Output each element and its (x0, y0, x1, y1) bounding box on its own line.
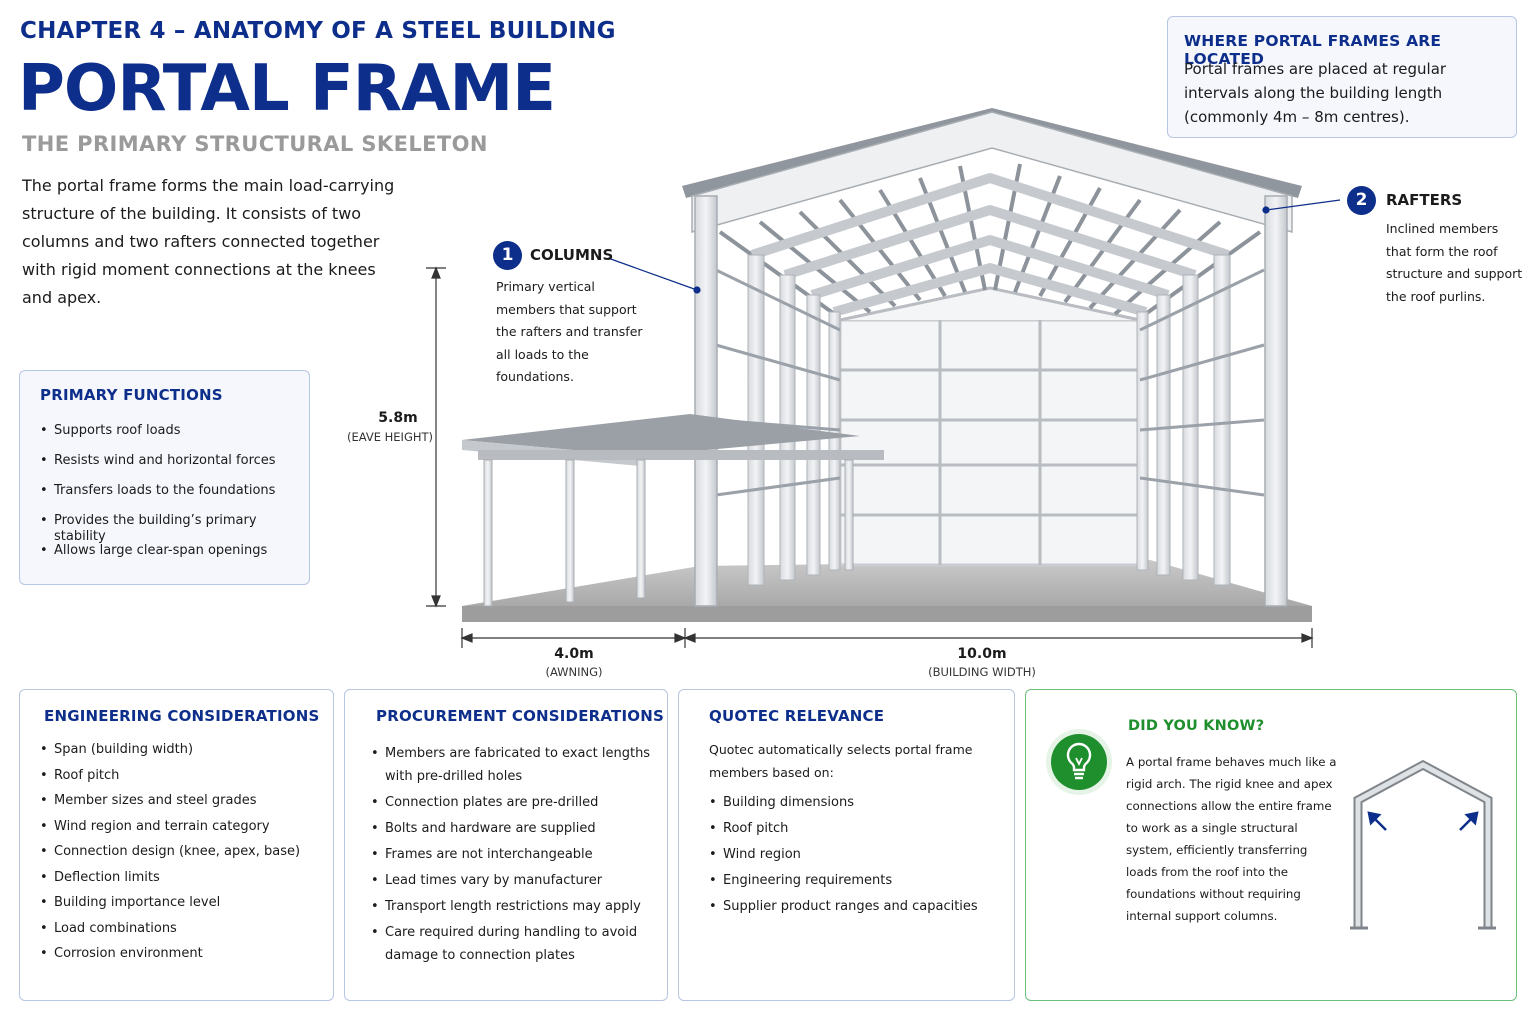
page-subtitle: THE PRIMARY STRUCTURAL SKELETON (22, 132, 488, 156)
list-item: Lead times vary by manufacturer (371, 869, 661, 892)
list-item: Roof pitch (40, 768, 300, 794)
portal-frame-diagram (426, 108, 1341, 648)
list-item: Provides the building’s primary stabilit… (40, 513, 309, 544)
eave-height-label: (EAVE HEIGHT) (346, 430, 434, 444)
building-width-value: 10.0m (957, 646, 1007, 662)
primary-functions-card: PRIMARY FUNCTIONS Supports roof loads Re… (19, 370, 310, 585)
list-item: Load combinations (40, 921, 300, 947)
procurement-title: PROCUREMENT CONSIDERATIONS (376, 707, 664, 725)
columns-callout-number: 1 (493, 241, 522, 270)
did-you-know-card: DID YOU KNOW? A portal frame behaves muc… (1025, 689, 1517, 1001)
quotec-title: QUOTEC RELEVANCE (709, 707, 885, 725)
lightbulb-icon (1046, 729, 1112, 795)
force-arrow-icon (1367, 811, 1479, 831)
engineering-card: ENGINEERING CONSIDERATIONS Span (buildin… (19, 689, 334, 1001)
end-wall (838, 286, 1142, 567)
list-item: Wind region (709, 847, 978, 873)
procurement-list: Members are fabricated to exact lengths … (371, 742, 661, 970)
list-item: Corrosion environment (40, 946, 300, 972)
list-item: Building dimensions (709, 795, 978, 821)
list-item: Span (building width) (40, 742, 300, 768)
list-item: Roof pitch (709, 821, 978, 847)
engineering-title: ENGINEERING CONSIDERATIONS (44, 707, 320, 725)
did-you-know-text: A portal frame behaves much like a rigid… (1126, 755, 1337, 923)
columns-callout-text: Primary vertical members that support th… (496, 279, 643, 384)
list-item: Frames are not interchangeable (371, 843, 661, 866)
awning-width-label: (AWNING) (545, 665, 603, 679)
list-item: Care required during handling to avoid d… (371, 921, 661, 967)
list-item: Supports roof loads (40, 423, 309, 453)
location-card: WHERE PORTAL FRAMES ARE LOCATED Portal f… (1167, 16, 1517, 138)
primary-functions-list: Supports roof loads Resists wind and hor… (40, 423, 309, 573)
quotec-intro: Quotec automatically selects portal fram… (709, 742, 973, 780)
awning-width-value: 4.0m (554, 646, 594, 662)
columns-callout-title: COLUMNS (530, 246, 614, 264)
location-card-text: Portal frames are placed at regular inte… (1184, 60, 1447, 126)
eave-height-dimension (426, 266, 446, 608)
front-column-left (694, 195, 718, 607)
floor-slab (462, 560, 1312, 622)
eave-height-value: 5.8m (378, 410, 418, 426)
page-title: PORTAL FRAME (18, 52, 556, 126)
front-column-right (1264, 195, 1288, 607)
width-dimensions (460, 628, 1314, 648)
list-item: Member sizes and steel grades (40, 793, 300, 819)
list-item: Transport length restrictions may apply (371, 895, 661, 918)
front-portal-frame (691, 111, 1293, 607)
list-item: Engineering requirements (709, 873, 978, 899)
primary-functions-title: PRIMARY FUNCTIONS (40, 386, 223, 404)
list-item: Supplier product ranges and capacities (709, 899, 978, 925)
list-item: Connection plates are pre-drilled (371, 791, 661, 814)
chapter-heading: CHAPTER 4 – ANATOMY OF A STEEL BUILDING (20, 18, 616, 44)
list-item: Connection design (knee, apex, base) (40, 844, 300, 870)
intermediate-columns (747, 254, 1231, 586)
list-item: Resists wind and horizontal forces (40, 453, 309, 483)
list-item: Wind region and terrain category (40, 819, 300, 845)
procurement-card: PROCUREMENT CONSIDERATIONS Members are f… (344, 689, 668, 1001)
awning (462, 414, 884, 607)
quotec-card: QUOTEC RELEVANCE Quotec automatically se… (678, 689, 1015, 1001)
rafters-callout-number: 2 (1347, 186, 1376, 215)
list-item: Deflection limits (40, 870, 300, 896)
rafters-callout-title: RAFTERS (1386, 191, 1463, 209)
list-item: Allows large clear-span openings (40, 543, 309, 573)
rafters-callout-text: Inclined members that form the roof stru… (1386, 221, 1523, 304)
building-width-label: (BUILDING WIDTH) (928, 665, 1036, 679)
location-card-title: WHERE PORTAL FRAMES ARE LOCATED (1184, 32, 1442, 68)
intermediate-rafters (750, 173, 1230, 317)
intro-paragraph: The portal frame forms the main load-car… (22, 176, 395, 307)
quotec-list: Building dimensions Roof pitch Wind regi… (709, 795, 978, 925)
callout-leaders (607, 199, 1341, 294)
list-item: Members are fabricated to exact lengths … (371, 742, 661, 788)
did-you-know-title: DID YOU KNOW? (1128, 718, 1265, 734)
engineering-list: Span (building width) Roof pitch Member … (40, 742, 300, 972)
mini-portal-frame-diagram (1350, 760, 1496, 930)
list-item: Building importance level (40, 895, 300, 921)
list-item: Transfers loads to the foundations (40, 483, 309, 513)
list-item: Bolts and hardware are supplied (371, 817, 661, 840)
